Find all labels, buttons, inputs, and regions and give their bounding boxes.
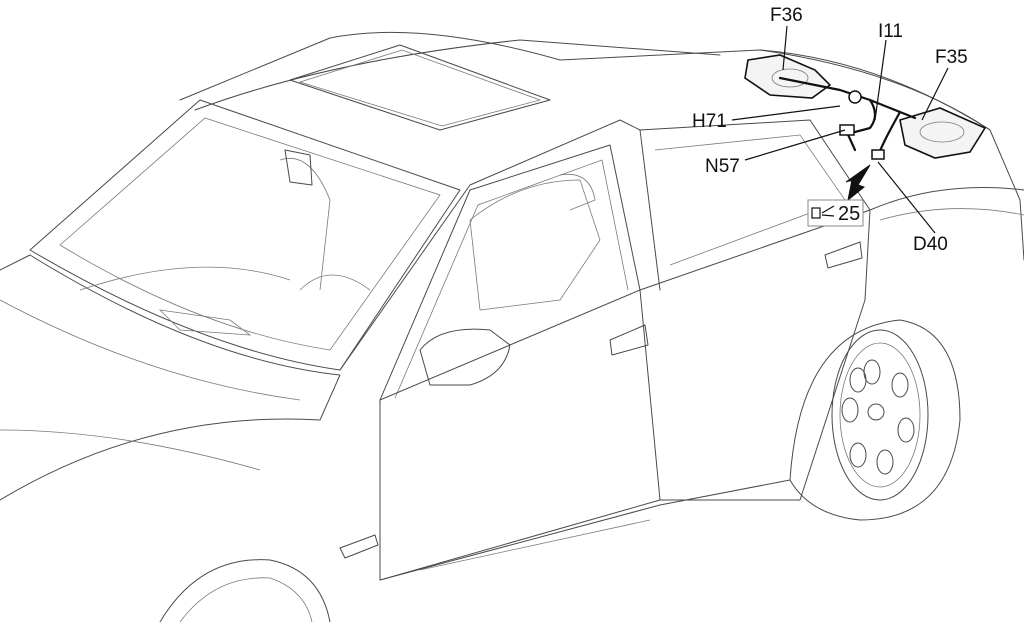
car-body xyxy=(0,31,1024,581)
label-d40: D40 xyxy=(913,234,948,255)
rear-lamp-left xyxy=(744,54,832,99)
rear-lamp-right xyxy=(899,107,987,159)
leader-lines xyxy=(731,25,949,234)
label-h71: H71 xyxy=(692,111,727,132)
label-i11: I11 xyxy=(878,21,903,42)
badge-number: 25 xyxy=(838,203,860,225)
arrow-icon xyxy=(845,164,871,202)
reference-badge: 25 xyxy=(807,199,864,227)
label-f35: F35 xyxy=(935,47,968,68)
connector-icon xyxy=(811,205,835,219)
label-f36: F36 xyxy=(770,5,803,26)
label-n57: N57 xyxy=(705,156,740,177)
side-marker xyxy=(339,534,379,559)
rear-wheel xyxy=(789,319,961,521)
front-wheel xyxy=(159,559,331,622)
